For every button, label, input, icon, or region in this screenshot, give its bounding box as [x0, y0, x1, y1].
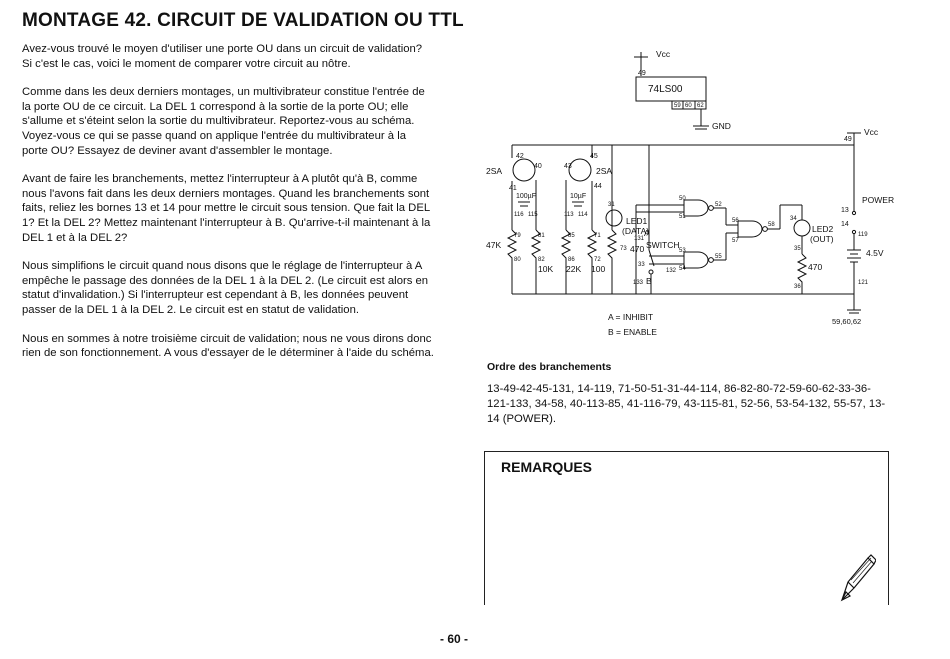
term-34: 34: [790, 216, 797, 222]
term-73: 73: [620, 246, 627, 252]
label-r100: 100: [591, 264, 605, 274]
term-14: 14: [841, 221, 849, 228]
order-text: 13-49-42-45-131, 14-119, 71-50-51-31-44-…: [487, 383, 886, 425]
term-58: 58: [768, 222, 775, 228]
term-81: 81: [538, 233, 545, 239]
term-36: 36: [794, 284, 801, 290]
term-132: 132: [666, 268, 677, 274]
legend-b: B = ENABLE: [608, 327, 657, 337]
switch-b: B: [646, 276, 652, 286]
paragraph: Comme dans les deux derniers montages, u…: [22, 86, 425, 157]
term-53: 53: [679, 248, 686, 254]
label-gnd: GND: [712, 121, 731, 131]
label-cap-100: 100µF: [516, 193, 536, 200]
label-2sa-right: 2SA: [596, 166, 612, 176]
term-49-right: 49: [844, 136, 852, 143]
label-r470-right: 470: [808, 262, 822, 272]
term-59: 59: [674, 103, 681, 109]
page-title: MONTAGE 42. CIRCUIT DE VALIDATION OU TTL: [22, 10, 464, 31]
term-114: 114: [578, 212, 588, 218]
term-71: 71: [594, 233, 601, 239]
term-35: 35: [794, 246, 801, 252]
label-gnd-terminals: 59,60,62: [832, 317, 861, 326]
term-52: 52: [715, 202, 722, 208]
paragraph: Nous simplifions le circuit quand nous d…: [22, 260, 429, 316]
term-41: 41: [509, 185, 517, 192]
term-33: 33: [638, 262, 645, 268]
term-80: 80: [514, 257, 521, 263]
label-switch: SWITCH: [646, 240, 680, 250]
chip-label: 74LS00: [648, 84, 683, 95]
label-r47k: 47K: [486, 240, 501, 250]
term-56: 56: [732, 218, 739, 224]
remarks-title: REMARQUES: [501, 459, 593, 475]
label-cap-10: 10µF: [570, 193, 586, 200]
order-title: Ordre des branchements: [487, 361, 612, 373]
label-r10k: 10K: [538, 264, 553, 274]
term-49: 49: [638, 70, 646, 77]
term-50: 50: [679, 196, 686, 202]
term-113: 113: [564, 212, 574, 218]
term-43: 43: [564, 163, 572, 170]
label-led1: LED1: [626, 216, 648, 226]
term-131: 131: [634, 236, 645, 242]
switch-a: A: [644, 228, 650, 238]
term-119: 119: [858, 232, 868, 238]
pencil-icon: [840, 554, 876, 602]
term-116: 116: [514, 212, 524, 218]
remarks-box: [484, 451, 889, 605]
label-power: POWER: [862, 195, 894, 205]
label-r22k: 22K: [566, 264, 581, 274]
term-72: 72: [594, 257, 601, 263]
page-number: - 60 -: [440, 632, 469, 646]
label-r470-left: 470: [630, 244, 644, 254]
legend-a: A = INHIBIT: [608, 312, 653, 322]
term-45: 45: [590, 153, 598, 160]
term-86: 86: [568, 257, 575, 263]
label-2sa-left: 2SA: [486, 166, 502, 176]
term-121: 121: [858, 280, 869, 286]
circuit-schematic: Vcc 49 74LS00 59 60 62 GND Vcc 49 42 40 …: [486, 49, 894, 337]
term-115: 115: [528, 212, 538, 218]
paragraph: Nous en sommes à notre troisième circuit…: [22, 332, 434, 360]
label-vcc: Vcc: [656, 49, 671, 59]
label-led2: LED2: [812, 224, 834, 234]
term-82: 82: [538, 257, 545, 263]
term-44: 44: [594, 183, 602, 190]
term-31: 31: [608, 202, 615, 208]
term-60: 60: [685, 103, 692, 109]
term-54: 54: [679, 266, 686, 272]
paragraph: Avez-vous trouvé le moyen d'utiliser une…: [22, 43, 423, 70]
label-vcc-right: Vcc: [864, 127, 879, 137]
term-42: 42: [516, 153, 524, 160]
paragraph: Avant de faire les branchements, mettez …: [22, 173, 431, 244]
term-57: 57: [732, 238, 739, 244]
term-62: 62: [697, 103, 704, 109]
label-data: (DATA): [622, 226, 649, 236]
label-voltage: 4.5V: [866, 248, 884, 258]
body-text: Avez-vous trouvé le moyen d'utiliser une…: [22, 42, 434, 375]
label-out: (OUT): [810, 234, 834, 244]
term-51: 51: [679, 214, 686, 220]
term-85: 85: [568, 233, 575, 239]
term-79: 79: [514, 233, 521, 239]
term-133: 133: [633, 280, 644, 286]
term-13: 13: [841, 207, 849, 214]
term-55: 55: [715, 254, 722, 260]
term-40: 40: [534, 163, 542, 170]
